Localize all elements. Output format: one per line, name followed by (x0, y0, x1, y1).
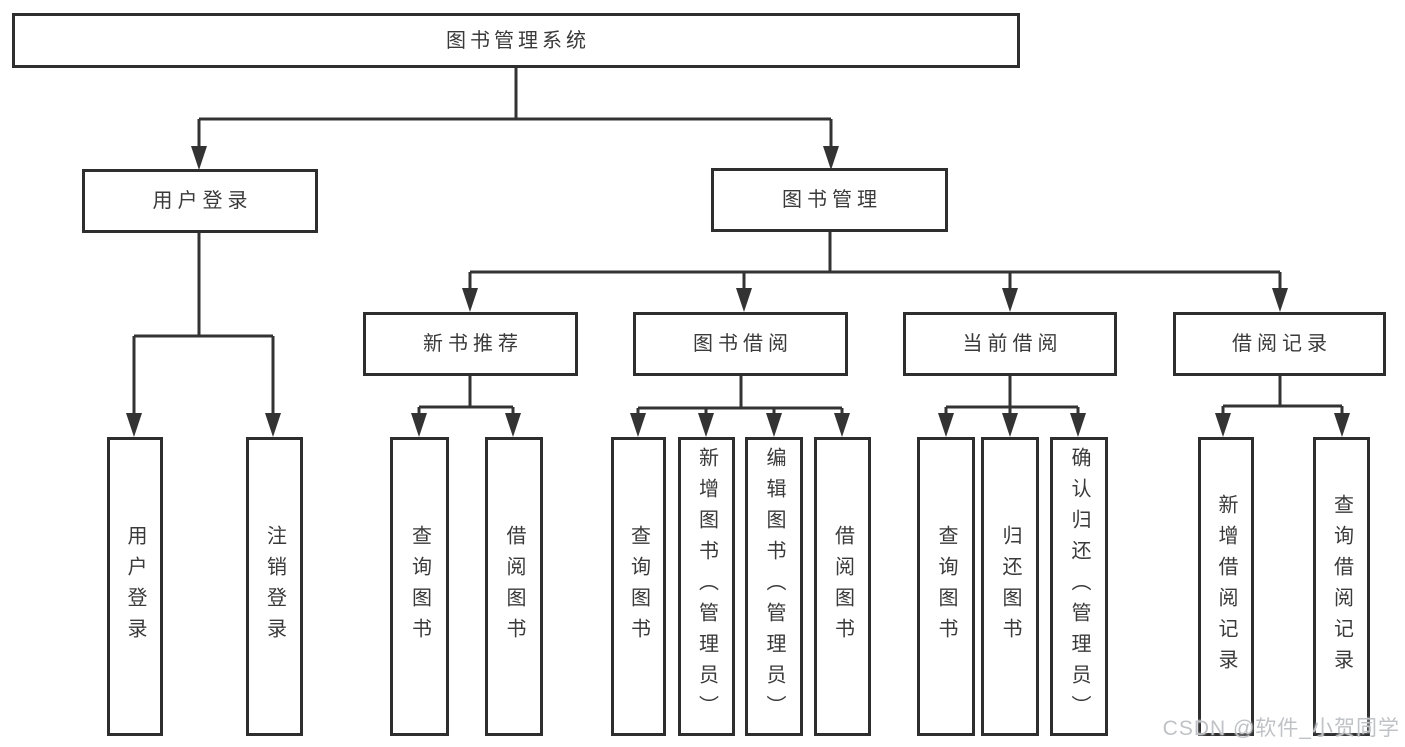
leaf-edit-books-admin-label: 编辑图书（管理员） (763, 447, 785, 726)
leaf-return-books: 归还图书 (981, 437, 1039, 736)
leaf-confirm-return-admin: 确认归还（管理员） (1050, 437, 1108, 736)
leaf-add-borrow-record: 新增借阅记录 (1198, 437, 1254, 736)
node-book-management-label: 图书管理 (782, 189, 882, 211)
node-book-management: 图书管理 (711, 168, 948, 232)
leaf-return-books-label: 归还图书 (999, 524, 1021, 649)
leaf-user-login-label: 用户登录 (124, 524, 146, 649)
connector-root-to-level2 (197, 68, 833, 146)
leaf-query-books-borrowing-label: 查询图书 (627, 524, 650, 649)
leaf-query-books-recommend: 查询图书 (390, 437, 449, 736)
leaf-edit-books-admin: 编辑图书（管理员） (745, 437, 803, 736)
node-current-borrowing: 当前借阅 (903, 312, 1117, 376)
leaf-query-books-current-label: 查询图书 (935, 524, 957, 649)
connector-current-borrowing-children (944, 375, 1080, 414)
node-new-book-recommendation: 新书推荐 (363, 312, 578, 376)
leaf-user-login: 用户登录 (107, 437, 163, 736)
connector-book-borrowing-children (636, 376, 844, 414)
node-user-login-label: 用户登录 (152, 190, 253, 212)
leaf-query-borrow-record-label: 查询借阅记录 (1330, 493, 1353, 680)
leaf-query-borrow-record: 查询借阅记录 (1313, 437, 1370, 736)
leaf-borrow-books-recommend: 借阅图书 (485, 437, 543, 736)
leaf-borrow-books-borrowing: 借阅图书 (814, 437, 871, 736)
leaf-add-books-admin: 新增图书（管理员） (678, 437, 735, 736)
connector-book-management-children (468, 232, 1282, 289)
node-borrowing-records: 借阅记录 (1173, 312, 1386, 376)
node-library-management-system: 图书管理系统 (12, 13, 1020, 68)
leaf-confirm-return-admin-label: 确认归还（管理员） (1068, 447, 1090, 726)
leaf-borrow-books-borrowing-label: 借阅图书 (831, 524, 854, 649)
node-user-login: 用户登录 (82, 169, 318, 233)
leaf-logout: 注销登录 (246, 437, 303, 736)
node-library-management-system-label: 图书管理系统 (446, 29, 590, 52)
leaf-logout-label: 注销登录 (263, 524, 286, 649)
leaf-query-books-recommend-label: 查询图书 (408, 524, 431, 649)
node-borrowing-records-label: 借阅记录 (1232, 333, 1332, 355)
leaf-borrow-books-recommend-label: 借阅图书 (503, 524, 525, 649)
leaf-add-borrow-record-label: 新增借阅记录 (1215, 493, 1237, 680)
connector-user-login-children (132, 233, 275, 414)
node-new-book-recommendation-label: 新书推荐 (423, 333, 523, 355)
node-book-borrowing: 图书借阅 (633, 312, 848, 376)
leaf-query-books-borrowing: 查询图书 (611, 437, 666, 736)
leaf-add-books-admin-label: 新增图书（管理员） (695, 447, 718, 726)
leaf-query-books-current: 查询图书 (917, 437, 975, 736)
connector-new-book-recommendation-children (417, 376, 515, 414)
connector-borrowing-records-children (1221, 376, 1344, 414)
node-current-borrowing-label: 当前借阅 (962, 333, 1063, 355)
node-book-borrowing-label: 图书借阅 (693, 333, 793, 355)
arrowheads (126, 146, 1350, 437)
